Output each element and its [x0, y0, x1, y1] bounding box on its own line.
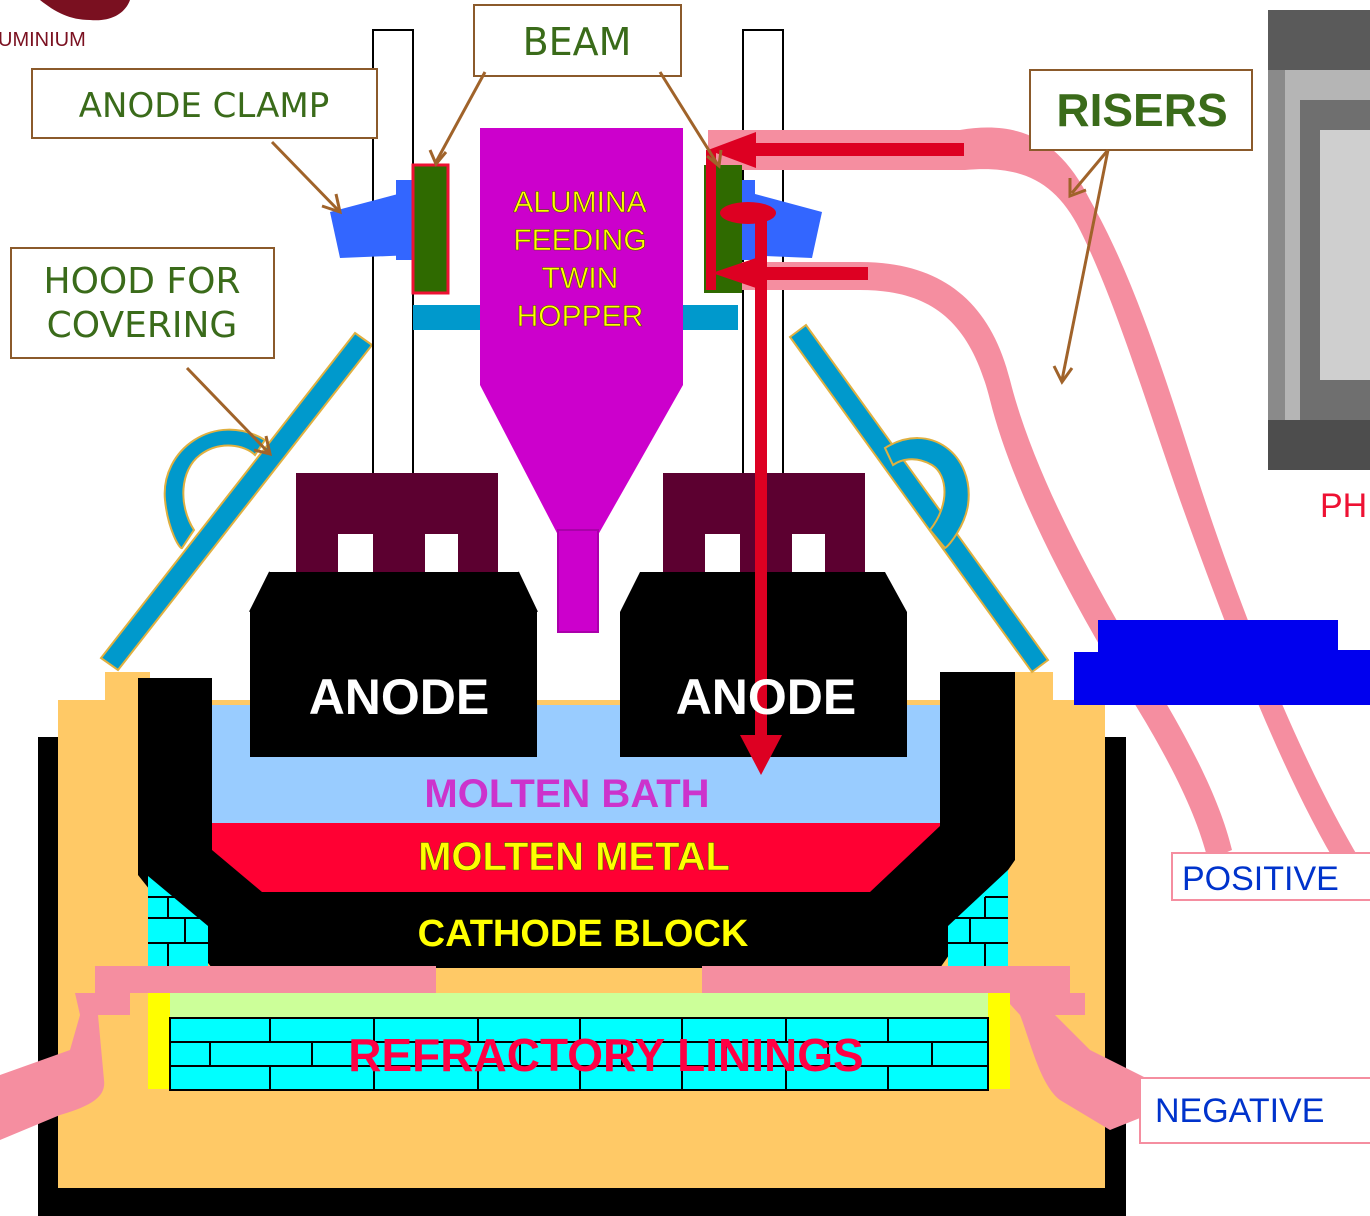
callout-hood: HOOD FOR COVERING	[11, 248, 274, 358]
cell-photo	[1268, 10, 1370, 470]
logo-text: UMINIUM	[0, 29, 86, 51]
callout-anode-clamp-text: ANODE CLAMP	[79, 86, 329, 126]
callout-negative-text: NEGATIVE	[1155, 1092, 1324, 1130]
callout-positive: POSITIVE	[1172, 853, 1370, 900]
callout-negative: NEGATIVE	[1140, 1078, 1370, 1143]
hopper-label-2: FEEDING	[513, 224, 646, 257]
hopper-label-3: TWIN	[542, 262, 619, 295]
photo-caption: PH	[1320, 487, 1367, 525]
logo: UMINIUM	[0, 0, 130, 51]
cathode-block-label: CATHODE BLOCK	[418, 913, 749, 955]
callout-risers: RISERS	[1030, 70, 1252, 150]
logo-mark	[40, 0, 130, 20]
callout-hood-text-1: HOOD FOR	[44, 261, 241, 302]
callout-beam-text: BEAM	[523, 20, 632, 64]
bus-bar-left	[413, 305, 483, 330]
molten-metal-label: MOLTEN METAL	[418, 835, 730, 879]
hopper-label-4: HOPPER	[517, 300, 644, 333]
ring-busbar	[1074, 620, 1370, 705]
callout-anode-clamp: ANODE CLAMP	[32, 69, 377, 138]
hopper-label-1: ALUMINA	[513, 186, 646, 219]
anode-right-label: ANODE	[676, 669, 857, 725]
callout-risers-text: RISERS	[1056, 84, 1227, 136]
callout-hood-text-2: COVERING	[47, 305, 238, 346]
anode-left-label: ANODE	[309, 669, 490, 725]
refractory-label: REFRACTORY LININGS	[348, 1029, 863, 1081]
bus-bar-right	[680, 305, 738, 330]
molten-bath-label: MOLTEN BATH	[424, 772, 709, 816]
callout-positive-text: POSITIVE	[1182, 860, 1339, 898]
beam-plate-left	[413, 165, 448, 293]
callout-beam: BEAM	[474, 5, 681, 76]
